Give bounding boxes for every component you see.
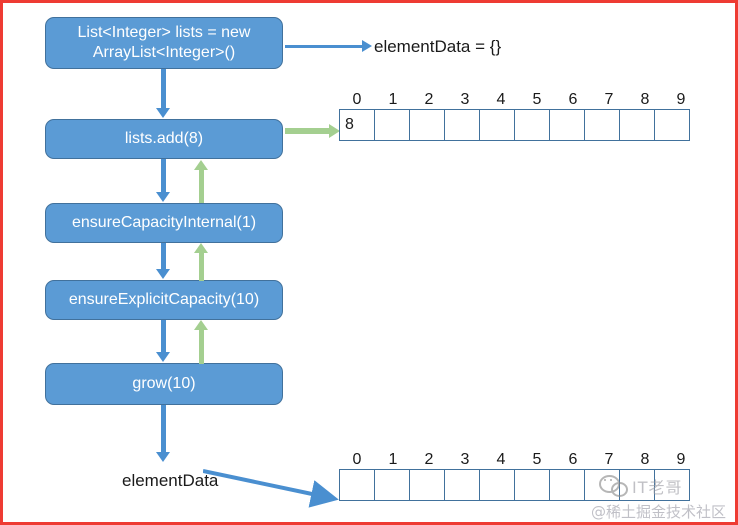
array-cell[interactable] [514,469,550,501]
return-arrow-ensurecap-to-add-shaft [199,169,204,203]
arrow-ensurecap-to-ensureexp-head [156,269,170,279]
return-arrow-grow-to-ensureexp-shaft [199,329,204,364]
array-index: 9 [676,91,686,108]
arrow-ensureexp-to-grow-shaft [161,320,166,353]
array-bottom: 0 1 2 3 4 5 6 7 8 9 [339,451,699,501]
arrow-grow-to-elementdata-shaft [161,405,166,453]
process-box-ensure-explicit-capacity[interactable]: ensureExplicitCapacity(10) [45,280,283,320]
watermark-subtitle: @稀土掘金技术社区 [591,503,727,521]
array-cell[interactable] [619,469,655,501]
array-index: 0 [352,91,362,108]
process-box-label: List<Integer> lists = new ArrayList<Inte… [77,24,251,61]
array-index: 7 [604,91,614,108]
arrow-ensureexp-to-grow-head [156,352,170,362]
array-cell[interactable] [444,109,480,141]
arrow-new-to-elementdata-empty-head [362,40,372,52]
arrow-grow-to-elementdata-head [156,452,170,462]
array-index: 6 [568,451,578,468]
process-box-grow[interactable]: grow(10) [45,363,283,405]
array-index: 7 [604,451,614,468]
array-cell[interactable] [654,469,690,501]
process-box-label: ensureExplicitCapacity(10) [68,291,260,308]
array-cell[interactable] [339,469,375,501]
array-cell[interactable] [374,109,410,141]
array-index: 6 [568,91,578,108]
array-top-cell-row: 8 [339,109,699,141]
array-cell[interactable] [584,469,620,501]
array-index: 9 [676,451,686,468]
arrow-add-to-ensurecap-shaft [161,159,166,193]
process-box-lists-add[interactable]: lists.add(8) [45,119,283,159]
return-arrow-ensureexp-to-ensurecap-shaft [199,252,204,281]
array-cell[interactable] [549,109,585,141]
array-index: 3 [460,91,470,108]
array-index: 0 [352,451,362,468]
arrow-elementdata-to-array [203,469,339,508]
return-arrow-grow-to-ensureexp-head [194,320,208,330]
array-index: 1 [388,451,398,468]
array-top-index-row: 0 1 2 3 4 5 6 7 8 9 [339,91,699,109]
label-element-data: elementData [122,471,219,490]
array-cell[interactable] [409,469,445,501]
process-box-label: ensureCapacityInternal(1) [71,214,257,231]
process-box-ensure-capacity-internal[interactable]: ensureCapacityInternal(1) [45,203,283,243]
array-index: 3 [460,451,470,468]
return-arrow-ensureexp-to-ensurecap-head [194,243,208,253]
arrow-new-to-add-shaft [161,69,166,109]
array-bottom-cell-row [339,469,699,501]
array-cell[interactable] [584,109,620,141]
array-index: 1 [388,91,398,108]
array-index: 8 [640,451,650,468]
label-element-data-empty: elementData = {} [374,37,502,56]
arrow-add-to-array-head [329,124,340,138]
arrow-new-to-add-head [156,108,170,118]
arrow-new-to-elementdata-empty-shaft [285,45,363,48]
return-arrow-ensurecap-to-add-head [194,160,208,170]
array-top: 0 1 2 3 4 5 6 7 8 9 8 [339,91,699,141]
array-index: 4 [496,451,506,468]
array-index: 5 [532,91,542,108]
array-cell[interactable] [479,469,515,501]
array-cell[interactable] [374,469,410,501]
array-index: 4 [496,91,506,108]
arrow-add-to-array-shaft [285,128,331,134]
array-index: 8 [640,91,650,108]
array-cell[interactable] [444,469,480,501]
arrow-ensurecap-to-ensureexp-shaft [161,243,166,270]
array-index: 2 [424,451,434,468]
array-cell[interactable] [479,109,515,141]
process-box-new-arraylist[interactable]: List<Integer> lists = new ArrayList<Inte… [45,17,283,69]
array-cell[interactable] [549,469,585,501]
array-cell[interactable] [619,109,655,141]
arrow-add-to-ensurecap-head [156,192,170,202]
array-index: 5 [532,451,542,468]
array-bottom-index-row: 0 1 2 3 4 5 6 7 8 9 [339,451,699,469]
process-box-label: grow(10) [132,375,196,392]
array-cell[interactable] [654,109,690,141]
process-box-label: lists.add(8) [124,130,204,147]
array-cell[interactable] [514,109,550,141]
array-index: 2 [424,91,434,108]
array-cell[interactable] [409,109,445,141]
array-cell[interactable]: 8 [339,109,375,141]
